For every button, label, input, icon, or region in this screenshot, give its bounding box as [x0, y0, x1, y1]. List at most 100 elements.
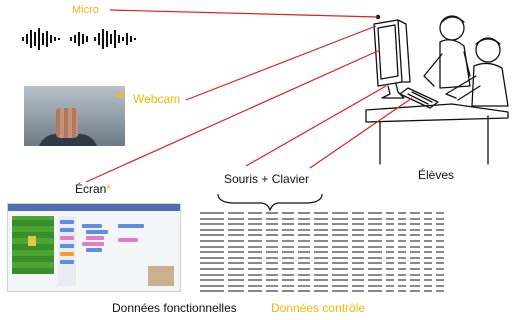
- micro-connector: [109, 9, 379, 18]
- table-cell: [332, 223, 348, 226]
- table-cell: [332, 284, 348, 287]
- table-cell: [352, 245, 364, 248]
- table-cell: [436, 239, 444, 242]
- code-block: [118, 224, 144, 228]
- table-cell: [314, 239, 328, 242]
- table-cell: [352, 284, 364, 287]
- code-block: [60, 220, 74, 224]
- table-cell: [298, 273, 310, 276]
- table-cell: [282, 251, 294, 254]
- table-cell: [332, 273, 348, 276]
- table-cell: [368, 251, 382, 254]
- table-cell: [298, 284, 310, 287]
- table-cell: [386, 290, 394, 293]
- table-cell: [386, 234, 394, 237]
- table-cell: [298, 245, 310, 248]
- table-cell: [248, 251, 262, 254]
- table-cell: [298, 251, 310, 254]
- table-cell: [200, 290, 224, 293]
- clavier-connector: [309, 97, 413, 169]
- table-cell: [386, 251, 394, 254]
- table-cell: [410, 279, 420, 282]
- ecran-label: Écran*: [75, 182, 111, 196]
- table-cell: [410, 290, 420, 293]
- table-cell: [436, 212, 444, 214]
- table-cell: [398, 290, 406, 293]
- table-cell: [386, 239, 394, 242]
- table-cell: [368, 245, 382, 248]
- table-cell: [386, 256, 394, 259]
- table-cell: [266, 267, 278, 270]
- table-cell: [282, 234, 294, 237]
- table-cell: [200, 217, 224, 220]
- table-cell: [298, 217, 310, 220]
- table-cell: [200, 279, 224, 282]
- table-cell: [266, 212, 278, 214]
- table-cell: [314, 212, 328, 214]
- table-cell: [200, 273, 224, 276]
- table-cell: [266, 217, 278, 220]
- table-cell: [314, 256, 328, 259]
- table-cell: [298, 212, 310, 214]
- table-cell: [266, 273, 278, 276]
- table-cell: [332, 251, 348, 254]
- table-row: [200, 273, 472, 277]
- table-cell: [266, 262, 278, 265]
- table-cell: [410, 212, 420, 214]
- table-cell: [436, 223, 444, 226]
- table-cell: [368, 267, 382, 270]
- table-cell: [368, 279, 382, 282]
- table-cell: [314, 262, 328, 265]
- table-cell: [314, 217, 328, 220]
- control-data-table: [200, 211, 472, 293]
- table-cell: [368, 228, 382, 231]
- table-cell: [248, 267, 262, 270]
- table-cell: [368, 290, 382, 293]
- table-cell: [298, 228, 310, 231]
- table-cell: [386, 267, 394, 270]
- table-cell: [436, 234, 444, 237]
- code-block: [60, 236, 74, 240]
- table-cell: [398, 223, 406, 226]
- code-block: [82, 242, 104, 246]
- eleves-label: Élèves: [418, 168, 455, 182]
- table-cell: [386, 284, 394, 287]
- table-cell: [352, 256, 364, 259]
- table-cell: [424, 262, 432, 265]
- code-block: [86, 230, 108, 234]
- table-cell: [228, 251, 244, 254]
- table-cell: [386, 212, 394, 214]
- table-cell: [200, 212, 224, 214]
- table-cell: [424, 223, 432, 226]
- table-cell: [228, 239, 244, 242]
- table-cell: [398, 239, 406, 242]
- table-cell: [282, 245, 294, 248]
- table-cell: [314, 267, 328, 270]
- table-cell: [298, 239, 310, 242]
- table-cell: [314, 228, 328, 231]
- table-cell: [332, 279, 348, 282]
- code-block: [86, 248, 102, 252]
- table-row: [200, 239, 472, 243]
- table-cell: [298, 256, 310, 259]
- block-palette: [58, 216, 76, 286]
- table-cell: [398, 251, 406, 254]
- code-block: [60, 252, 74, 256]
- table-cell: [332, 234, 348, 237]
- table-cell: [410, 239, 420, 242]
- table-row: [200, 278, 472, 282]
- table-cell: [332, 245, 348, 248]
- table-cell: [228, 256, 244, 259]
- table-cell: [352, 251, 364, 254]
- table-cell: [248, 234, 262, 237]
- table-cell: [410, 284, 420, 287]
- table-cell: [282, 262, 294, 265]
- table-cell: [248, 223, 262, 226]
- table-cell: [266, 228, 278, 231]
- table-cell: [200, 228, 224, 231]
- table-cell: [228, 290, 244, 293]
- table-cell: [424, 256, 432, 259]
- table-row: [200, 222, 472, 226]
- table-cell: [332, 217, 348, 220]
- table-cell: [228, 262, 244, 265]
